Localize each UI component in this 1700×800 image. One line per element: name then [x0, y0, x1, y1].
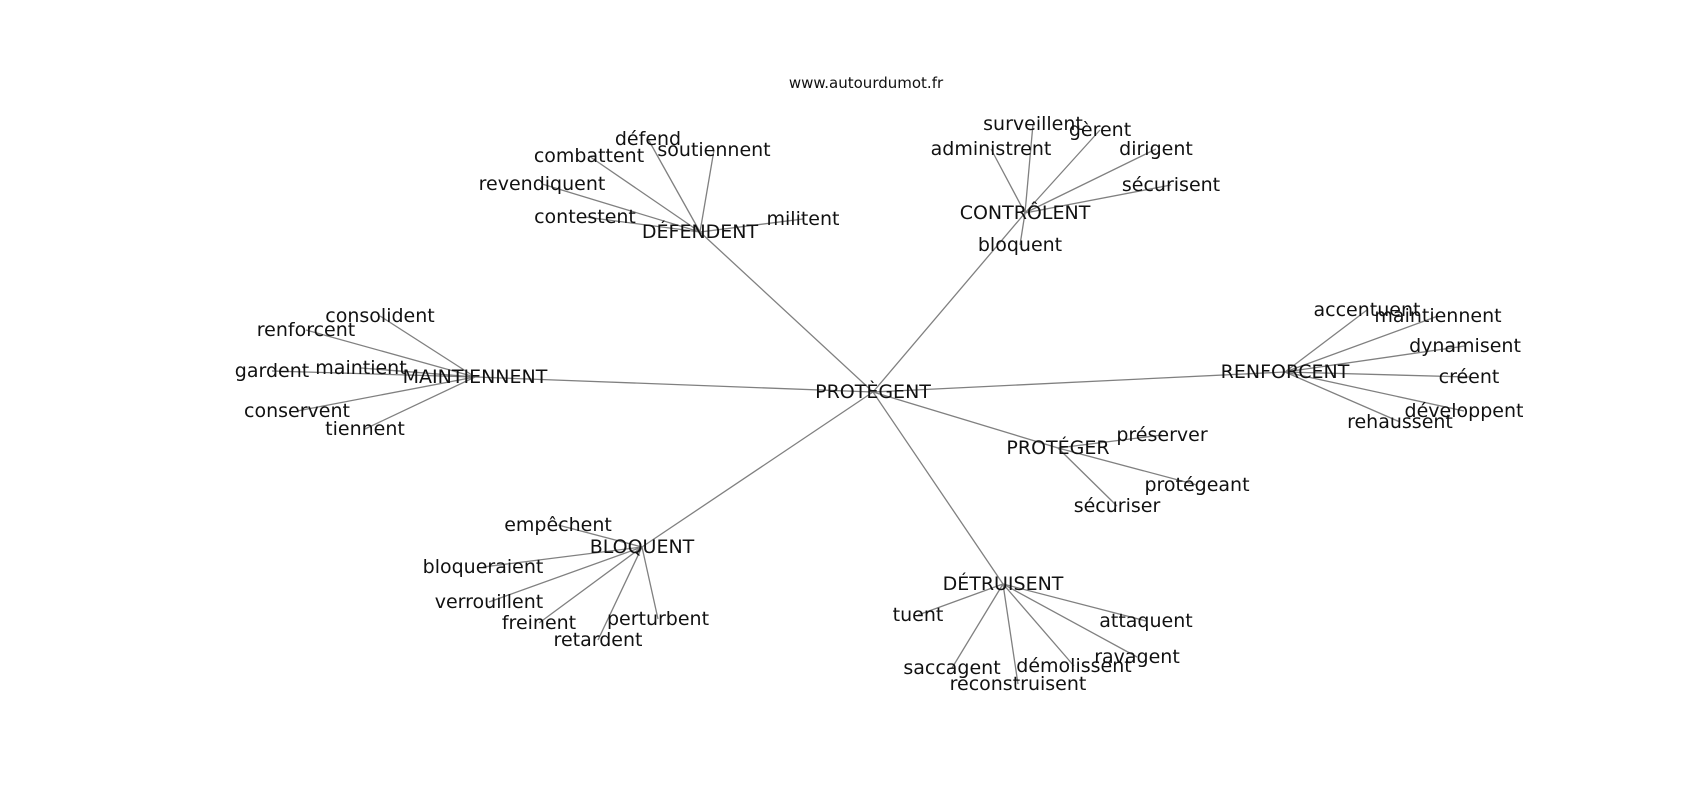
- leaf-node-label[interactable]: accentuent: [1314, 299, 1421, 321]
- leaf-node-label[interactable]: maintiennent: [1374, 305, 1501, 327]
- leaf-node-label[interactable]: administrent: [931, 138, 1052, 160]
- edge-center-to-hub: [872, 212, 1026, 393]
- leaf-node-label[interactable]: dynamisent: [1409, 335, 1521, 357]
- leaf-node-label[interactable]: freinent: [502, 612, 576, 634]
- leaf-node-label[interactable]: reconstruisent: [950, 673, 1087, 695]
- edge-hub-to-leaf: [584, 216, 701, 233]
- edge-hub-to-leaf: [1057, 434, 1163, 449]
- edge-hub-to-leaf: [1024, 123, 1034, 214]
- edge-hub-to-leaf: [1284, 371, 1470, 378]
- edge-hub-to-leaf: [1284, 309, 1368, 373]
- leaf-node-label[interactable]: gèrent: [1069, 119, 1131, 141]
- leaf-node-label[interactable]: rehaussent: [1347, 411, 1453, 433]
- leaf-node-label[interactable]: défend: [615, 128, 681, 150]
- edge-hub-to-leaf: [541, 183, 701, 233]
- edge-hub-to-leaf: [1024, 148, 1157, 214]
- edge-center-to-hub: [872, 371, 1286, 393]
- leaf-node-label[interactable]: militent: [767, 208, 840, 230]
- edge-hub-to-leaf: [379, 315, 476, 378]
- leaf-node-label[interactable]: soutiennent: [657, 139, 770, 161]
- leaf-node-label[interactable]: maintient: [315, 357, 406, 379]
- edge-hub-to-leaf: [360, 367, 476, 378]
- edge-hub-to-leaf: [597, 546, 643, 641]
- hub-node-label[interactable]: BLOQUENT: [590, 536, 695, 558]
- leaf-node-label[interactable]: attaquent: [1099, 610, 1192, 632]
- leaf-node-label[interactable]: ravagent: [1094, 646, 1180, 668]
- leaf-node-label[interactable]: préserver: [1116, 424, 1207, 446]
- edge-hub-to-leaf: [1002, 583, 1019, 685]
- edge-hub-to-leaf: [1284, 371, 1401, 423]
- leaf-node-label[interactable]: bloquent: [978, 234, 1062, 256]
- leaf-node-label[interactable]: sécuriser: [1074, 495, 1161, 517]
- leaf-node-label[interactable]: conservent: [244, 400, 350, 422]
- leaf-node-label[interactable]: développent: [1405, 400, 1524, 422]
- graph-edges: [271, 123, 1470, 685]
- leaf-node-label[interactable]: perturbent: [607, 608, 709, 630]
- edge-hub-to-leaf: [1002, 583, 1075, 667]
- edge-hub-to-leaf: [647, 138, 701, 233]
- leaf-node-label[interactable]: contestent: [534, 206, 636, 228]
- edge-center-to-hub: [474, 376, 874, 393]
- edge-hub-to-leaf: [296, 376, 476, 412]
- hub-node-label[interactable]: PROTÉGER: [1006, 436, 1109, 459]
- edge-hub-to-leaf: [1019, 212, 1026, 246]
- center-node-label[interactable]: PROTÈGENT: [815, 380, 931, 403]
- leaf-node-label[interactable]: revendiquent: [479, 173, 606, 195]
- edge-hub-to-leaf: [1024, 184, 1172, 214]
- edge-hub-to-leaf: [364, 376, 476, 430]
- edge-center-to-hub: [641, 391, 874, 548]
- hub-node-label[interactable]: DÉFENDENT: [642, 220, 759, 243]
- hub-node-label[interactable]: CONTRÔLENT: [960, 200, 1091, 224]
- edge-hub-to-leaf: [538, 546, 643, 624]
- edge-hub-to-leaf: [1002, 583, 1138, 658]
- leaf-node-label[interactable]: surveillent: [983, 113, 1083, 135]
- leaf-node-label[interactable]: démolissent: [1016, 655, 1131, 677]
- edge-hub-to-leaf: [1002, 583, 1147, 622]
- edge-center-to-hub: [699, 231, 874, 393]
- edge-hub-to-leaf: [1284, 371, 1465, 412]
- leaf-node-label[interactable]: empêchent: [504, 514, 612, 536]
- edge-hub-to-leaf: [482, 546, 643, 568]
- edge-hub-to-leaf: [951, 583, 1004, 669]
- edge-hub-to-leaf: [1057, 447, 1198, 486]
- leaf-node-label[interactable]: tiennent: [325, 418, 405, 440]
- leaf-node-label[interactable]: renforcent: [257, 319, 355, 341]
- edge-hub-to-leaf: [488, 546, 643, 603]
- edge-hub-to-leaf: [990, 148, 1026, 214]
- leaf-node-label[interactable]: protégeant: [1144, 474, 1249, 496]
- hub-node-label[interactable]: DÉTRUISENT: [943, 572, 1064, 595]
- edge-hub-to-leaf: [1057, 447, 1118, 507]
- leaf-node-label[interactable]: gardent: [235, 360, 309, 382]
- edge-hub-to-leaf: [305, 329, 476, 378]
- edge-hub-to-leaf: [1284, 345, 1466, 373]
- edge-hub-to-leaf: [1024, 129, 1101, 214]
- edge-hub-to-leaf: [699, 218, 804, 233]
- leaf-node-label[interactable]: consolident: [325, 305, 434, 327]
- leaf-node-label[interactable]: créent: [1439, 366, 1500, 388]
- leaf-node-label[interactable]: verrouillent: [435, 591, 544, 613]
- hub-node-label[interactable]: RENFORCENT: [1221, 361, 1350, 383]
- edge-center-to-hub: [872, 391, 1059, 449]
- site-url[interactable]: www.autourdumot.fr: [789, 74, 944, 92]
- edge-center-to-hub: [872, 391, 1004, 585]
- edge-hub-to-leaf: [588, 155, 701, 233]
- edge-hub-to-leaf: [271, 370, 476, 378]
- hub-node-label[interactable]: MAINTIENNENT: [403, 366, 548, 388]
- leaf-node-label[interactable]: bloqueraient: [423, 556, 544, 578]
- leaf-node-label[interactable]: retardent: [554, 629, 643, 651]
- edge-hub-to-leaf: [699, 149, 715, 233]
- leaf-node-label[interactable]: tuent: [893, 604, 944, 626]
- edge-hub-to-leaf: [641, 546, 659, 620]
- edge-hub-to-leaf: [917, 583, 1004, 616]
- leaf-node-label[interactable]: combattent: [534, 145, 644, 167]
- leaf-node-label[interactable]: dirigent: [1119, 138, 1193, 160]
- edge-hub-to-leaf: [557, 524, 643, 548]
- leaf-node-label[interactable]: sécurisent: [1122, 174, 1220, 196]
- leaf-node-label[interactable]: saccagent: [903, 657, 1000, 679]
- edge-hub-to-leaf: [1284, 315, 1439, 373]
